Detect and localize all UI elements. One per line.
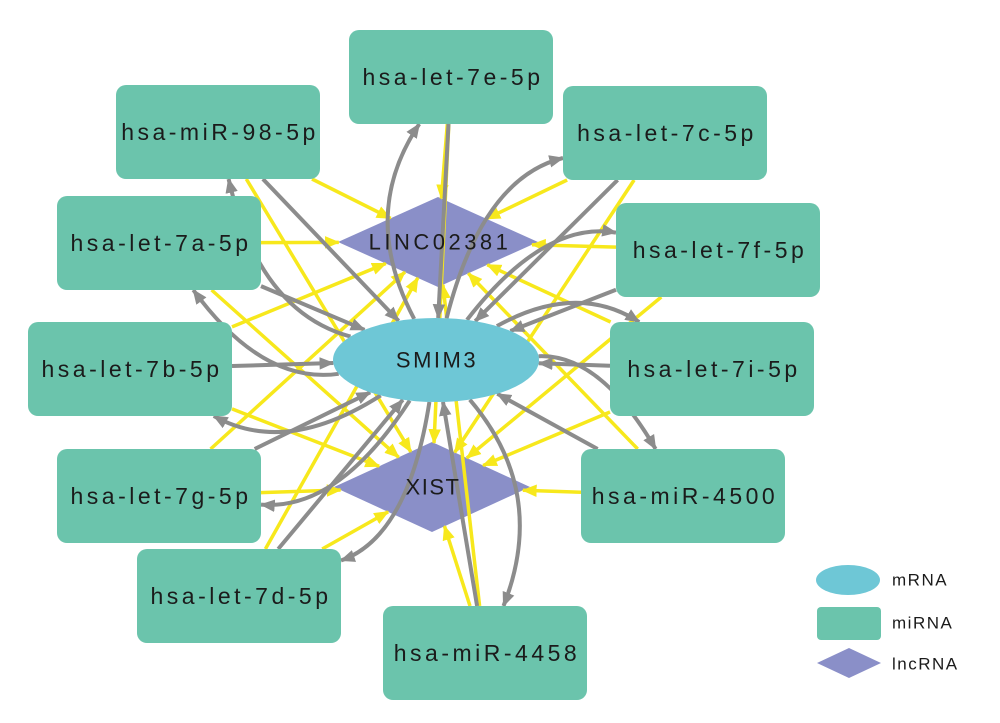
mirna-box bbox=[349, 30, 553, 124]
edge-hsa-mir-98-5p-to-smim3 bbox=[261, 177, 401, 323]
mirna-box bbox=[116, 85, 320, 179]
mirna-box bbox=[137, 549, 341, 643]
edge-hsa-mir-4500-to-smim3 bbox=[496, 392, 599, 451]
legend-mirna-swatch bbox=[817, 607, 881, 640]
mirna-node: hsa-let-7i-5p bbox=[610, 322, 814, 416]
mirna-label: hsa-miR-4458 bbox=[394, 640, 580, 666]
edge-hsa-let-7b-5p-to-smim3 bbox=[231, 357, 335, 370]
mirna-node: hsa-let-7f-5p bbox=[616, 203, 820, 297]
edge-hsa-let-7c-5p-to-smim3 bbox=[473, 178, 620, 323]
edge-hsa-let-7e-5p-to-smim3 bbox=[432, 123, 451, 320]
edge-hsa-let-7c-5p-to-linc02381 bbox=[485, 178, 568, 221]
legend-lncrna-label: lncRNA bbox=[892, 655, 959, 674]
mirna-label: hsa-let-7e-5p bbox=[362, 64, 543, 90]
mirna-box bbox=[616, 203, 820, 297]
edge-hsa-mir-4500-to-xist bbox=[521, 484, 582, 498]
lncrna-label: XIST bbox=[406, 475, 461, 500]
mirna-node: hsa-let-7a-5p bbox=[57, 196, 261, 290]
mirna-node: hsa-miR-4458 bbox=[383, 606, 587, 700]
mrna-node-smim3: SMIM3 bbox=[333, 318, 539, 402]
mirna-box bbox=[28, 322, 232, 416]
legend-mrna-swatch bbox=[816, 565, 880, 595]
edge-smim3-to-hsa-let-7c-5p bbox=[444, 155, 565, 319]
edge-hsa-mir-4458-to-smim3 bbox=[439, 400, 480, 607]
edge-hsa-let-7b-5p-to-linc02381 bbox=[231, 261, 387, 329]
edge-hsa-mir-4458-to-xist bbox=[442, 525, 472, 607]
lncrna-diamond bbox=[334, 442, 530, 532]
edge-hsa-let-7g-5p-to-smim3 bbox=[253, 390, 372, 451]
mirna-node: hsa-let-7e-5p bbox=[349, 30, 553, 124]
lncrna-label: LINC02381 bbox=[369, 230, 512, 255]
edge-smim3-to-hsa-mir-4458 bbox=[468, 398, 522, 608]
mirna-node: hsa-let-7b-5p bbox=[28, 322, 232, 416]
edge-hsa-let-7a-5p-to-smim3 bbox=[260, 284, 366, 332]
mirna-box bbox=[383, 606, 587, 700]
legend: mRNA miRNA lncRNA bbox=[816, 565, 959, 678]
mrna-label: SMIM3 bbox=[396, 348, 478, 373]
edge-smim3-to-hsa-let-7b-5p bbox=[212, 393, 382, 434]
legend-mrna-label: mRNA bbox=[892, 571, 948, 590]
mirna-box bbox=[563, 86, 767, 180]
mrna-ellipse bbox=[333, 318, 539, 402]
edge-smim3-to-hsa-let-7d-5p bbox=[339, 401, 432, 563]
edge-smim3-to-hsa-let-7f-5p bbox=[465, 224, 618, 322]
mirna-label: hsa-let-7b-5p bbox=[41, 356, 222, 382]
mirna-box bbox=[57, 449, 261, 543]
legend-mirna-label: miRNA bbox=[892, 614, 953, 633]
mirna-label: hsa-let-7d-5p bbox=[150, 583, 331, 609]
mirna-box bbox=[610, 322, 814, 416]
mirna-box bbox=[57, 196, 261, 290]
legend-lncrna-swatch bbox=[817, 648, 881, 678]
mirna-label: hsa-let-7c-5p bbox=[577, 120, 757, 146]
edge-smim3-to-hsa-mir-4500 bbox=[538, 354, 658, 451]
mirna-node: hsa-let-7c-5p bbox=[563, 86, 767, 180]
mirna-node: hsa-let-7d-5p bbox=[137, 549, 341, 643]
edge-hsa-let-7f-5p-to-smim3 bbox=[509, 287, 617, 333]
edge-smim3-to-hsa-let-7e-5p bbox=[385, 122, 421, 320]
mirna-node: hsa-let-7g-5p bbox=[57, 449, 261, 543]
mirna-node: hsa-miR-4500 bbox=[581, 449, 785, 543]
edge-hsa-let-7d-5p-to-smim3 bbox=[276, 398, 405, 551]
edge-hsa-let-7g-5p-to-linc02381 bbox=[209, 270, 407, 451]
edge-smim3-to-hsa-let-7i-5p bbox=[495, 300, 641, 328]
mirna-label: hsa-let-7f-5p bbox=[633, 237, 808, 263]
mirna-label: hsa-let-7a-5p bbox=[70, 230, 251, 256]
lncrna-node-xist bbox=[334, 442, 530, 532]
mirna-label: hsa-miR-4500 bbox=[592, 483, 778, 509]
mirna-label: hsa-let-7i-5p bbox=[627, 356, 800, 382]
mirna-label: hsa-miR-98-5p bbox=[121, 119, 319, 145]
edge-hsa-mir-98-5p-to-linc02381 bbox=[311, 177, 392, 220]
mirna-label: hsa-let-7g-5p bbox=[70, 483, 251, 509]
edge-smim3-to-hsa-let-7g-5p bbox=[259, 399, 412, 512]
mirna-node: hsa-miR-98-5p bbox=[116, 85, 320, 179]
edge-smim3-to-hsa-let-7a-5p bbox=[191, 288, 339, 377]
mirna-box bbox=[581, 449, 785, 543]
edge-hsa-let-7d-5p-to-xist bbox=[321, 510, 390, 551]
